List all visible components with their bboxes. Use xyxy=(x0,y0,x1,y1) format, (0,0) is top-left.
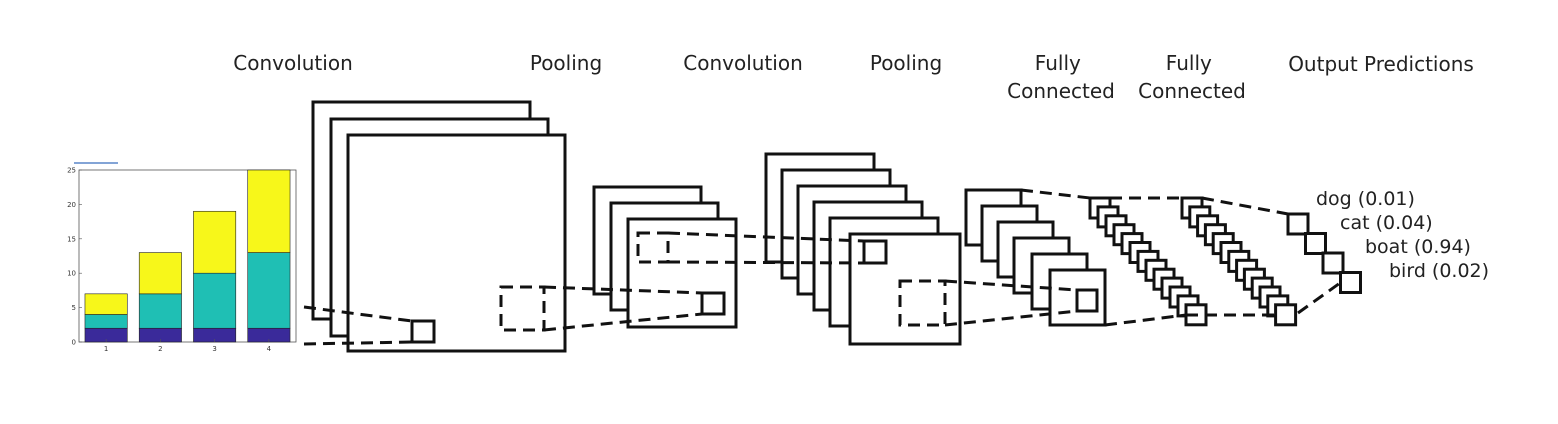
bar-segment xyxy=(84,293,128,315)
y-tick-label: 0 xyxy=(72,339,76,347)
stage-label-fc2-line1: Fully xyxy=(1166,51,1212,75)
stage-label-fc1-line1: Fully xyxy=(1035,51,1081,75)
y-tick-label: 25 xyxy=(67,167,76,175)
output-unit xyxy=(1321,251,1345,275)
y-tick-label: 15 xyxy=(67,235,76,243)
conv1-map-3 xyxy=(346,133,567,353)
fc2-to-output-connector-top xyxy=(1201,196,1289,216)
stage-label-convolution-2: Convolution xyxy=(683,51,803,75)
pool1-unit xyxy=(700,291,726,316)
bar-segment xyxy=(138,293,182,329)
pool2-feature-maps xyxy=(964,188,1107,327)
y-tick-label: 5 xyxy=(72,304,76,312)
output-unit xyxy=(1286,212,1310,236)
prediction-cat: cat (0.04) xyxy=(1340,212,1433,234)
pool2-unit xyxy=(1075,288,1099,313)
fc2-to-output-connector-bottom xyxy=(1297,281,1341,315)
pool2-to-fc1-connector-bottom xyxy=(1104,313,1187,327)
input-image-bar-chart: 0 5 10 15 20 25 1 2 3 4 xyxy=(67,162,297,353)
y-tick-label: 10 xyxy=(67,270,76,278)
conv2-to-pool2-connector-bottom xyxy=(944,309,1078,327)
x-tick-label: 4 xyxy=(267,345,272,353)
stage-label-fully-connected-2: Fully Connected xyxy=(1138,51,1246,103)
stage-label-convolution-1: Convolution xyxy=(233,51,353,75)
stage-label-fc1-line2: Connected xyxy=(1007,79,1115,103)
conv1-feature-maps xyxy=(311,100,567,353)
bar-segment xyxy=(193,210,237,274)
bar-segment xyxy=(138,252,182,295)
output-units xyxy=(1286,212,1362,294)
fc2-unit xyxy=(1274,303,1298,327)
conv1-receptive-field xyxy=(410,319,436,344)
output-unit xyxy=(1339,271,1362,294)
stage-label-pooling-2: Pooling xyxy=(870,51,942,75)
bar-segment xyxy=(247,169,291,253)
prediction-boat: boat (0.94) xyxy=(1365,236,1471,258)
conv2-feature-maps xyxy=(764,152,962,346)
fc1-units xyxy=(1088,196,1208,327)
prediction-bird: bird (0.02) xyxy=(1389,260,1489,282)
pool1-window xyxy=(636,231,670,264)
x-tick-label: 2 xyxy=(158,345,162,353)
x-tick-label: 3 xyxy=(212,345,216,353)
conv1-to-pool1-connector-top xyxy=(543,285,703,295)
conv1-to-pool1-connector-bottom xyxy=(543,312,703,332)
bar-segment xyxy=(84,314,128,329)
pool1-feature-maps xyxy=(592,185,738,329)
bar-segment xyxy=(247,252,291,329)
bar-segment xyxy=(193,272,237,329)
fc2-units xyxy=(1180,196,1298,327)
stage-label-fc2-line2: Connected xyxy=(1138,79,1246,103)
pool1-to-conv2-connector-bottom xyxy=(667,260,865,265)
prediction-dog: dog (0.01) xyxy=(1316,188,1415,210)
stage-label-output-predictions: Output Predictions xyxy=(1288,52,1474,76)
output-unit xyxy=(1304,232,1327,255)
conv2-unit xyxy=(862,239,888,265)
pool2-to-fc1-connector-top xyxy=(1020,188,1091,200)
stage-label-fully-connected-1: Fully Connected xyxy=(1007,51,1115,103)
x-tick-label: 1 xyxy=(104,345,108,353)
y-tick-label: 20 xyxy=(67,201,76,209)
stage-label-pooling-1: Pooling xyxy=(530,51,602,75)
conv1-pool-window xyxy=(499,285,546,332)
conv2-pool-window xyxy=(898,279,947,327)
conv2-to-pool2-connector-top xyxy=(944,279,1078,292)
chart-plot: 0 5 10 15 20 25 1 2 3 4 xyxy=(67,167,297,353)
pool1-to-conv2-connector-top xyxy=(667,231,865,243)
